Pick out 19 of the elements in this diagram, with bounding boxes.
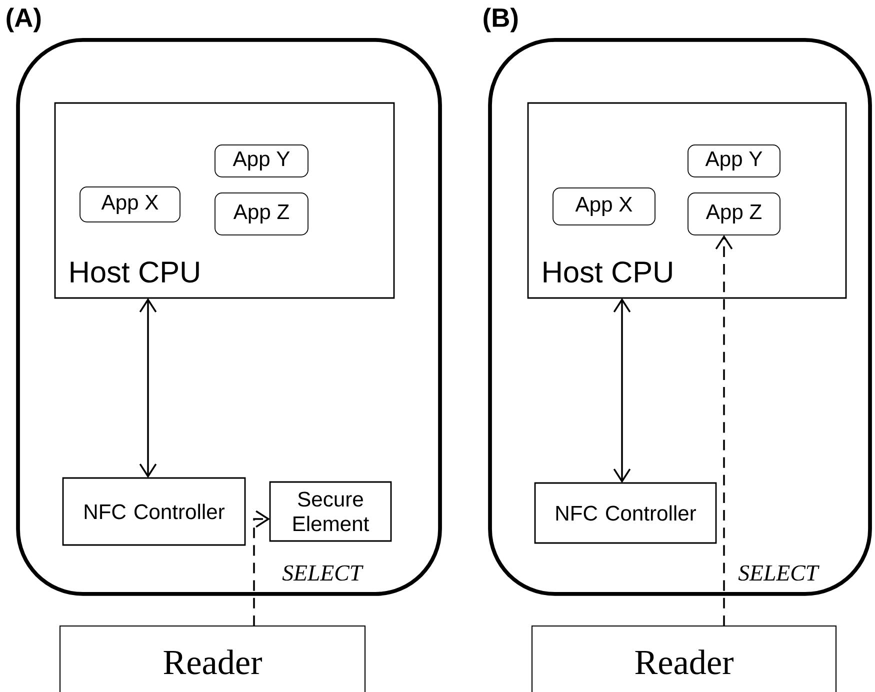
node-label: (A) — [6, 8, 41, 32]
app-box: App Y — [688, 144, 780, 178]
edge-label: SELECT — [280, 564, 364, 582]
reader-box: Reader — [59, 625, 366, 692]
edge-label: SELECT — [736, 564, 820, 582]
component-box: Secure Element — [269, 481, 392, 542]
app-box: App X — [552, 188, 656, 226]
reader-box: Reader — [531, 625, 837, 692]
app-box: App Z — [688, 192, 780, 236]
node-label: (B) — [484, 8, 518, 32]
component-box: NFC Controller — [62, 477, 246, 546]
app-box: App X — [80, 186, 180, 222]
app-box: App Y — [214, 144, 308, 178]
arrow — [613, 298, 631, 483]
arrow — [253, 510, 270, 626]
arrow — [715, 235, 733, 626]
component-box: NFC Controller — [534, 482, 717, 544]
arrow — [139, 298, 157, 478]
app-box: App Z — [214, 192, 308, 236]
